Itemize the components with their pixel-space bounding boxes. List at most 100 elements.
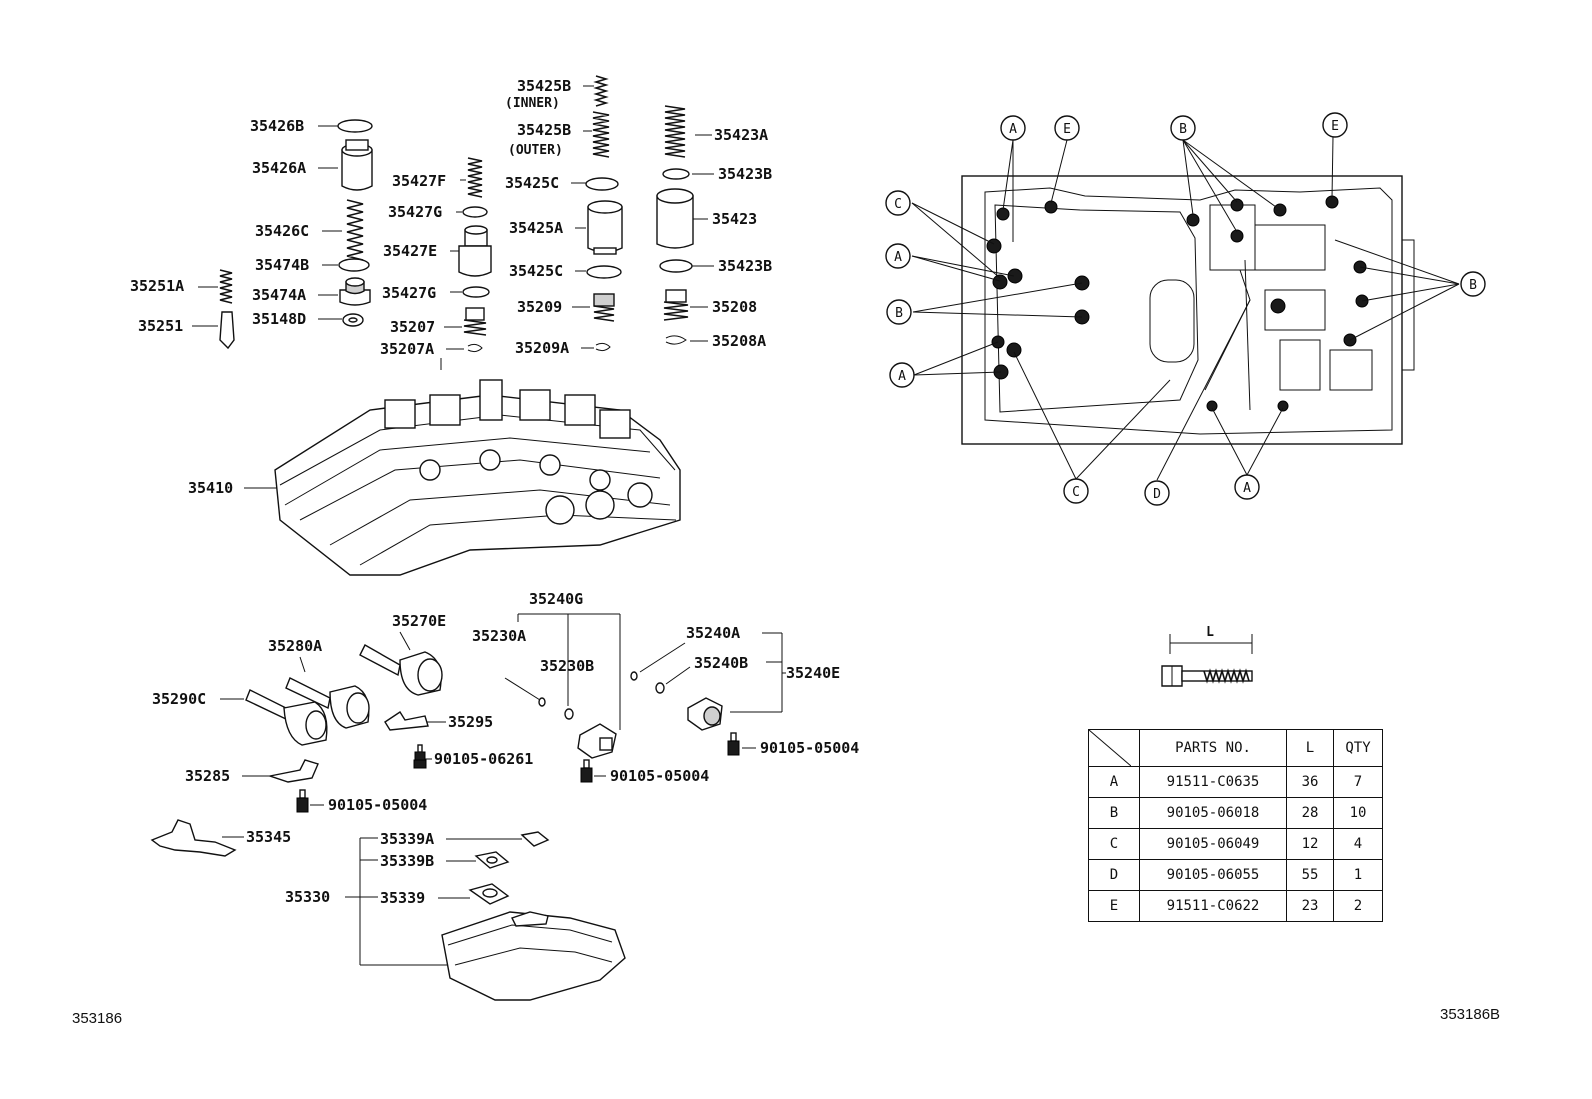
part-90105-05004-c: 90105-05004 (727, 732, 859, 757)
part-35427F: 35427F (392, 157, 483, 198)
callout-B-left: B (886, 299, 912, 325)
label-35423B-top: 35423B (718, 165, 772, 183)
table-row: C 90105-06049 12 4 (1088, 828, 1383, 860)
part-90105-05004-b: 90105-05004 (580, 759, 709, 785)
label-35425A: 35425A (509, 219, 563, 237)
label-35209A: 35209A (515, 339, 569, 357)
label-35426A: 35426A (252, 159, 306, 177)
row-length: 12 (1286, 828, 1334, 860)
svg-text:E: E (1331, 119, 1339, 134)
part-35423B-bot: 35423B (659, 257, 772, 275)
label-90105-05004-b: 90105-05004 (610, 767, 709, 785)
callout-A-left: A (885, 243, 911, 269)
part-35425A: 35425A (509, 200, 623, 255)
part-35425C-top: 35425C (505, 174, 619, 192)
row-qty: 1 (1333, 859, 1383, 891)
callout-B-top: B (1170, 115, 1196, 141)
callout-A-bottom: A (1234, 474, 1260, 500)
label-35426C: 35426C (255, 222, 309, 240)
callout-A-lower-left: A (889, 362, 915, 388)
label-35474B: 35474B (255, 256, 309, 274)
table-row: E 91511-C0622 23 2 (1088, 890, 1383, 922)
label-35474A: 35474A (252, 286, 306, 304)
label-inner: (INNER) (505, 96, 560, 111)
label-35209: 35209 (517, 298, 562, 316)
part-35339: 35339 (380, 883, 510, 907)
row-qty: 7 (1333, 766, 1383, 798)
bolt-location-view (911, 136, 1460, 481)
label-35423A: 35423A (714, 126, 768, 144)
label-35330: 35330 (285, 888, 330, 906)
label-35410: 35410 (188, 479, 233, 497)
row-length: 36 (1286, 766, 1334, 798)
row-code: C (1088, 828, 1140, 860)
part-35425B-inner: 35425B (INNER) (505, 75, 609, 111)
callout-A-top: A (1000, 115, 1026, 141)
table-row: B 90105-06018 28 10 (1088, 797, 1383, 829)
part-35230A: 35230A (472, 627, 546, 707)
label-35270E: 35270E (392, 612, 446, 630)
part-35290C: 35290C (152, 689, 328, 746)
part-35426B: 35426B (250, 117, 373, 135)
table-header-corner (1088, 729, 1140, 767)
table-row: D 90105-06055 55 1 (1088, 859, 1383, 891)
label-35295: 35295 (448, 713, 493, 731)
table-header-qty: QTY (1333, 729, 1383, 767)
label-35425B-inner: 35425B (517, 77, 571, 95)
table-header-parts-no: PARTS NO. (1139, 729, 1287, 767)
label-90105-05004-a: 90105-05004 (328, 796, 427, 814)
label-35230A: 35230A (472, 627, 526, 645)
part-solenoid-mid (577, 723, 617, 759)
label-35207A: 35207A (380, 340, 434, 358)
part-35240G: 35240G (517, 590, 621, 730)
row-code: A (1088, 766, 1140, 798)
part-35423B-top: 35423B (662, 165, 772, 183)
part-90105-05004-a: 90105-05004 (296, 789, 427, 814)
svg-text:A: A (1009, 122, 1017, 137)
bolt-length-illustration: L (1161, 625, 1253, 687)
label-35285: 35285 (185, 767, 230, 785)
row-part-no: 90105-06049 (1139, 828, 1287, 860)
part-35339B: 35339B (380, 851, 510, 870)
row-part-no: 90105-06018 (1139, 797, 1287, 829)
label-35240B: 35240B (694, 654, 748, 672)
label-35251A: 35251A (130, 277, 184, 295)
svg-text:B: B (1179, 122, 1187, 137)
row-qty: 2 (1333, 890, 1383, 922)
row-length: 23 (1286, 890, 1334, 922)
svg-text:C: C (1072, 485, 1080, 500)
part-35230B: 35230B (540, 657, 594, 720)
label-35426B: 35426B (250, 117, 304, 135)
part-35295: 35295 (384, 711, 493, 731)
label-35425B-outer: 35425B (517, 121, 571, 139)
svg-text:C: C (894, 197, 902, 212)
part-35209A: 35209A (515, 339, 611, 357)
label-outer: (OUTER) (508, 143, 563, 158)
part-35280A: 35280A (268, 637, 370, 729)
label-35339: 35339 (380, 889, 425, 907)
row-code: B (1088, 797, 1140, 829)
label-35148D: 35148D (252, 310, 306, 328)
part-35208: 35208 (663, 289, 757, 321)
part-35474B: 35474B (255, 256, 370, 274)
part-35423A: 35423A (664, 105, 768, 158)
label-35427E: 35427E (383, 242, 437, 260)
part-35148D: 35148D (252, 310, 364, 328)
row-part-no: 91511-C0622 (1139, 890, 1287, 922)
label-35425C-bot: 35425C (509, 262, 563, 280)
part-35426C: 35426C (255, 199, 364, 261)
part-35240A: 35240A (630, 624, 740, 681)
part-35207A: 35207A (380, 340, 483, 358)
label-35240G: 35240G (529, 590, 583, 608)
label-35230B: 35230B (540, 657, 594, 675)
callout-B-right: B (1460, 271, 1486, 297)
row-part-no: 91511-C0635 (1139, 766, 1287, 798)
row-part-no: 90105-06055 (1139, 859, 1287, 891)
callout-D-bottom: D (1144, 480, 1170, 506)
table-row: A 91511-C0635 36 7 (1088, 766, 1383, 798)
bolt-spec-table: PARTS NO. L QTY A 91511-C0635 36 7 B 901… (1088, 729, 1383, 922)
part-35240E: 35240E (687, 632, 840, 731)
label-90105-06261: 90105-06261 (434, 750, 533, 768)
part-35423: 35423 (656, 188, 757, 249)
svg-text:L: L (1206, 625, 1214, 640)
